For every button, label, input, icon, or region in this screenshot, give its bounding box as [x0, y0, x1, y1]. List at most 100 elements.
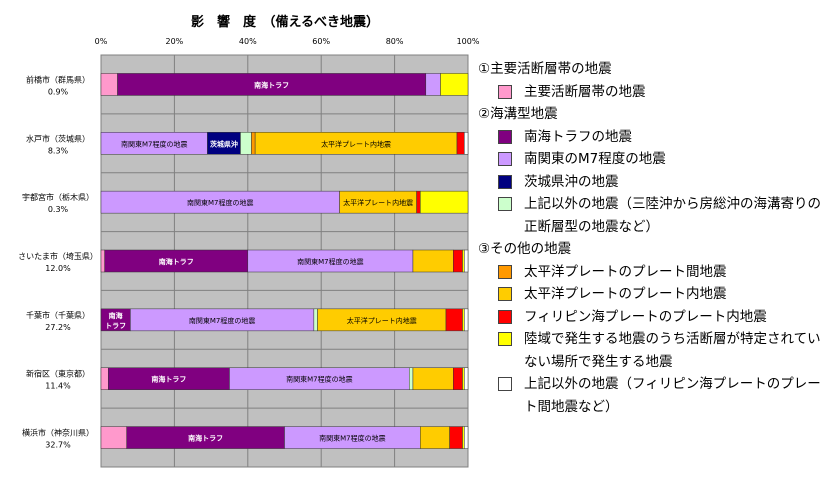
- bar-segment: [100, 367, 109, 390]
- gridlines: [100, 55, 469, 467]
- bar-segment: [416, 190, 421, 214]
- x-tick-label: 40%: [239, 37, 257, 46]
- bar-label: 茨城県沖: [210, 139, 238, 148]
- bar-segment: [464, 367, 469, 390]
- bar-segment: [412, 367, 454, 390]
- legend-swatch: [498, 152, 512, 166]
- bar-segment: [445, 308, 463, 332]
- legend-heading: ③その他の地震: [478, 241, 572, 257]
- legend-label: 上記以外の地震（三陸沖から房総沖の海溝寄りの正断層型の地震など）: [524, 196, 821, 235]
- bar-label: 南海トラフ: [188, 434, 223, 443]
- legend-label: 南関東のM7程度の地震: [524, 151, 666, 167]
- bar-label: 南関東M7程度の地震: [187, 198, 254, 207]
- category-name: 宇都宮市（栃木県）: [22, 192, 94, 202]
- category-value: 0.3%: [48, 205, 69, 214]
- bar-segment: [313, 308, 318, 332]
- bar-segment: [462, 308, 465, 332]
- legend-item: フィリピン海プレートのプレート内地震: [478, 306, 828, 329]
- category-value: 0.9%: [48, 87, 69, 96]
- x-tick-label: 60%: [312, 37, 330, 46]
- legend-item: 茨城県沖の地震: [478, 171, 828, 194]
- bar-segment: [464, 132, 469, 155]
- bar-label: 南海: [109, 311, 123, 320]
- bar-label: 南関東M7程度の地震: [189, 316, 256, 325]
- legend-item: 太平洋プレートのプレート内地震: [478, 283, 828, 306]
- legend-label: 茨城県沖の地震: [524, 173, 619, 190]
- bar-segment: [464, 426, 469, 449]
- category-name: 横浜市（神奈川県）: [22, 428, 94, 438]
- legend-label: 南海トラフの地震: [524, 128, 632, 145]
- legend-swatch: [498, 287, 512, 301]
- legend-swatch: [498, 84, 512, 99]
- bar-segment: [100, 426, 127, 449]
- category-value: 8.3%: [48, 146, 69, 155]
- legend-item: 太平洋プレートのプレート間地震: [478, 261, 828, 284]
- bar-label: トラフ: [105, 322, 126, 330]
- bar-segment: [100, 249, 105, 273]
- bar-label: 南海トラフ: [159, 257, 194, 266]
- legend-label: 太平洋プレートのプレート内地震: [524, 286, 727, 302]
- bar-segment: [462, 367, 465, 390]
- legend-item: 南海トラフの地震: [478, 126, 828, 149]
- legend-swatch: [498, 309, 512, 324]
- bar-segment: [449, 426, 463, 449]
- category-name: 水戸市（茨城県）: [26, 133, 90, 143]
- bar-label: 南海トラフ: [254, 80, 289, 89]
- category-value: 32.7%: [45, 441, 71, 450]
- legend-item: 上記以外の地震（三陸沖から房総沖の海溝寄りの正断層型の地震など）: [478, 193, 828, 238]
- category-name: 新宿区（東京都）: [26, 369, 90, 379]
- legend-swatch: [498, 197, 512, 211]
- category-value: 12.0%: [45, 264, 71, 273]
- legend-swatch: [498, 174, 512, 189]
- bar-label: 太平洋プレート内地震: [347, 316, 417, 325]
- legend-item: 主要活断層帯の地震: [478, 81, 828, 104]
- legend-item: 上記以外の地震（フィリピン海プレートのプレート間地震など）: [478, 373, 828, 418]
- category-value: 27.2%: [45, 323, 71, 332]
- x-tick-label: 100%: [457, 37, 480, 46]
- category-labels: 前橋市（群馬県） 0.9% 水戸市（茨城県） 8.3% 宇都宮市（栃木県） 0.3% さいた…: [18, 74, 98, 449]
- legend-label: 太平洋プレートのプレート間地震: [524, 263, 727, 280]
- category-name: さいたま市（埼玉県）: [18, 251, 98, 261]
- legend-swatch: [498, 377, 512, 391]
- legend-label: 上記以外の地震（フィリピン海プレートのプレート間地震など）: [524, 376, 821, 415]
- bar-segment: [240, 132, 252, 155]
- bar-segment: [420, 190, 469, 214]
- bar-segment: [412, 249, 454, 273]
- legend-label: 陸域で発生する地震のうち活断層が特定されていない場所で発生する地震: [524, 331, 821, 370]
- bars: 南海トラフ南関東M7程度の地震茨城県沖太平洋プレート内地震南関東M7程度の地震太…: [100, 73, 469, 449]
- bar-segment: [453, 367, 463, 390]
- bar-label: 南海トラフ: [151, 375, 186, 384]
- bar-label: 南関東M7程度の地震: [121, 139, 188, 148]
- x-tick-label: 80%: [386, 37, 404, 46]
- bar-segment: [425, 73, 441, 96]
- bar-segment: [440, 73, 469, 96]
- legend-label: フィリピン海プレートのプレート内地震: [524, 308, 767, 325]
- legend-item: 陸域で発生する地震のうち活断層が特定されていない場所で発生する地震: [478, 328, 828, 373]
- legend-swatch: [498, 332, 512, 346]
- legend-heading: ①主要活断層帯の地震: [478, 61, 612, 77]
- category-name: 前橋市（群馬県）: [26, 74, 90, 84]
- bar-segment: [464, 249, 469, 273]
- category-name: 千葉市（千葉県）: [26, 310, 90, 320]
- chart-title: 影 響 度 （備えるべき地震）: [191, 14, 379, 30]
- x-tick-label: 20%: [166, 37, 184, 46]
- legend-item: 南関東のM7程度の地震: [478, 148, 828, 171]
- legend-swatch: [498, 264, 512, 279]
- legend-swatch: [498, 129, 512, 144]
- category-value: 11.4%: [45, 382, 71, 391]
- legend-label: 主要活断層帯の地震: [524, 83, 646, 100]
- x-tick-label: 0%: [95, 37, 108, 46]
- bar-segment: [100, 73, 118, 96]
- bar-segment: [462, 426, 465, 449]
- bar-segment: [462, 249, 465, 273]
- bar-segment: [251, 132, 256, 155]
- bar-label: 南関東M7程度の地震: [286, 375, 353, 384]
- bar-segment: [453, 249, 463, 273]
- bar-label: 太平洋プレート内地震: [343, 198, 413, 207]
- legend: ①主要活断層帯の地震主要活断層帯の地震 ②海溝型地震南海トラフの地震南関東のM7程…: [478, 58, 828, 418]
- bar-label: 南関東M7程度の地震: [319, 434, 386, 443]
- bar-segment: [464, 308, 469, 332]
- bar-label: 南関東M7程度の地震: [297, 257, 364, 266]
- legend-heading: ②海溝型地震: [478, 106, 558, 122]
